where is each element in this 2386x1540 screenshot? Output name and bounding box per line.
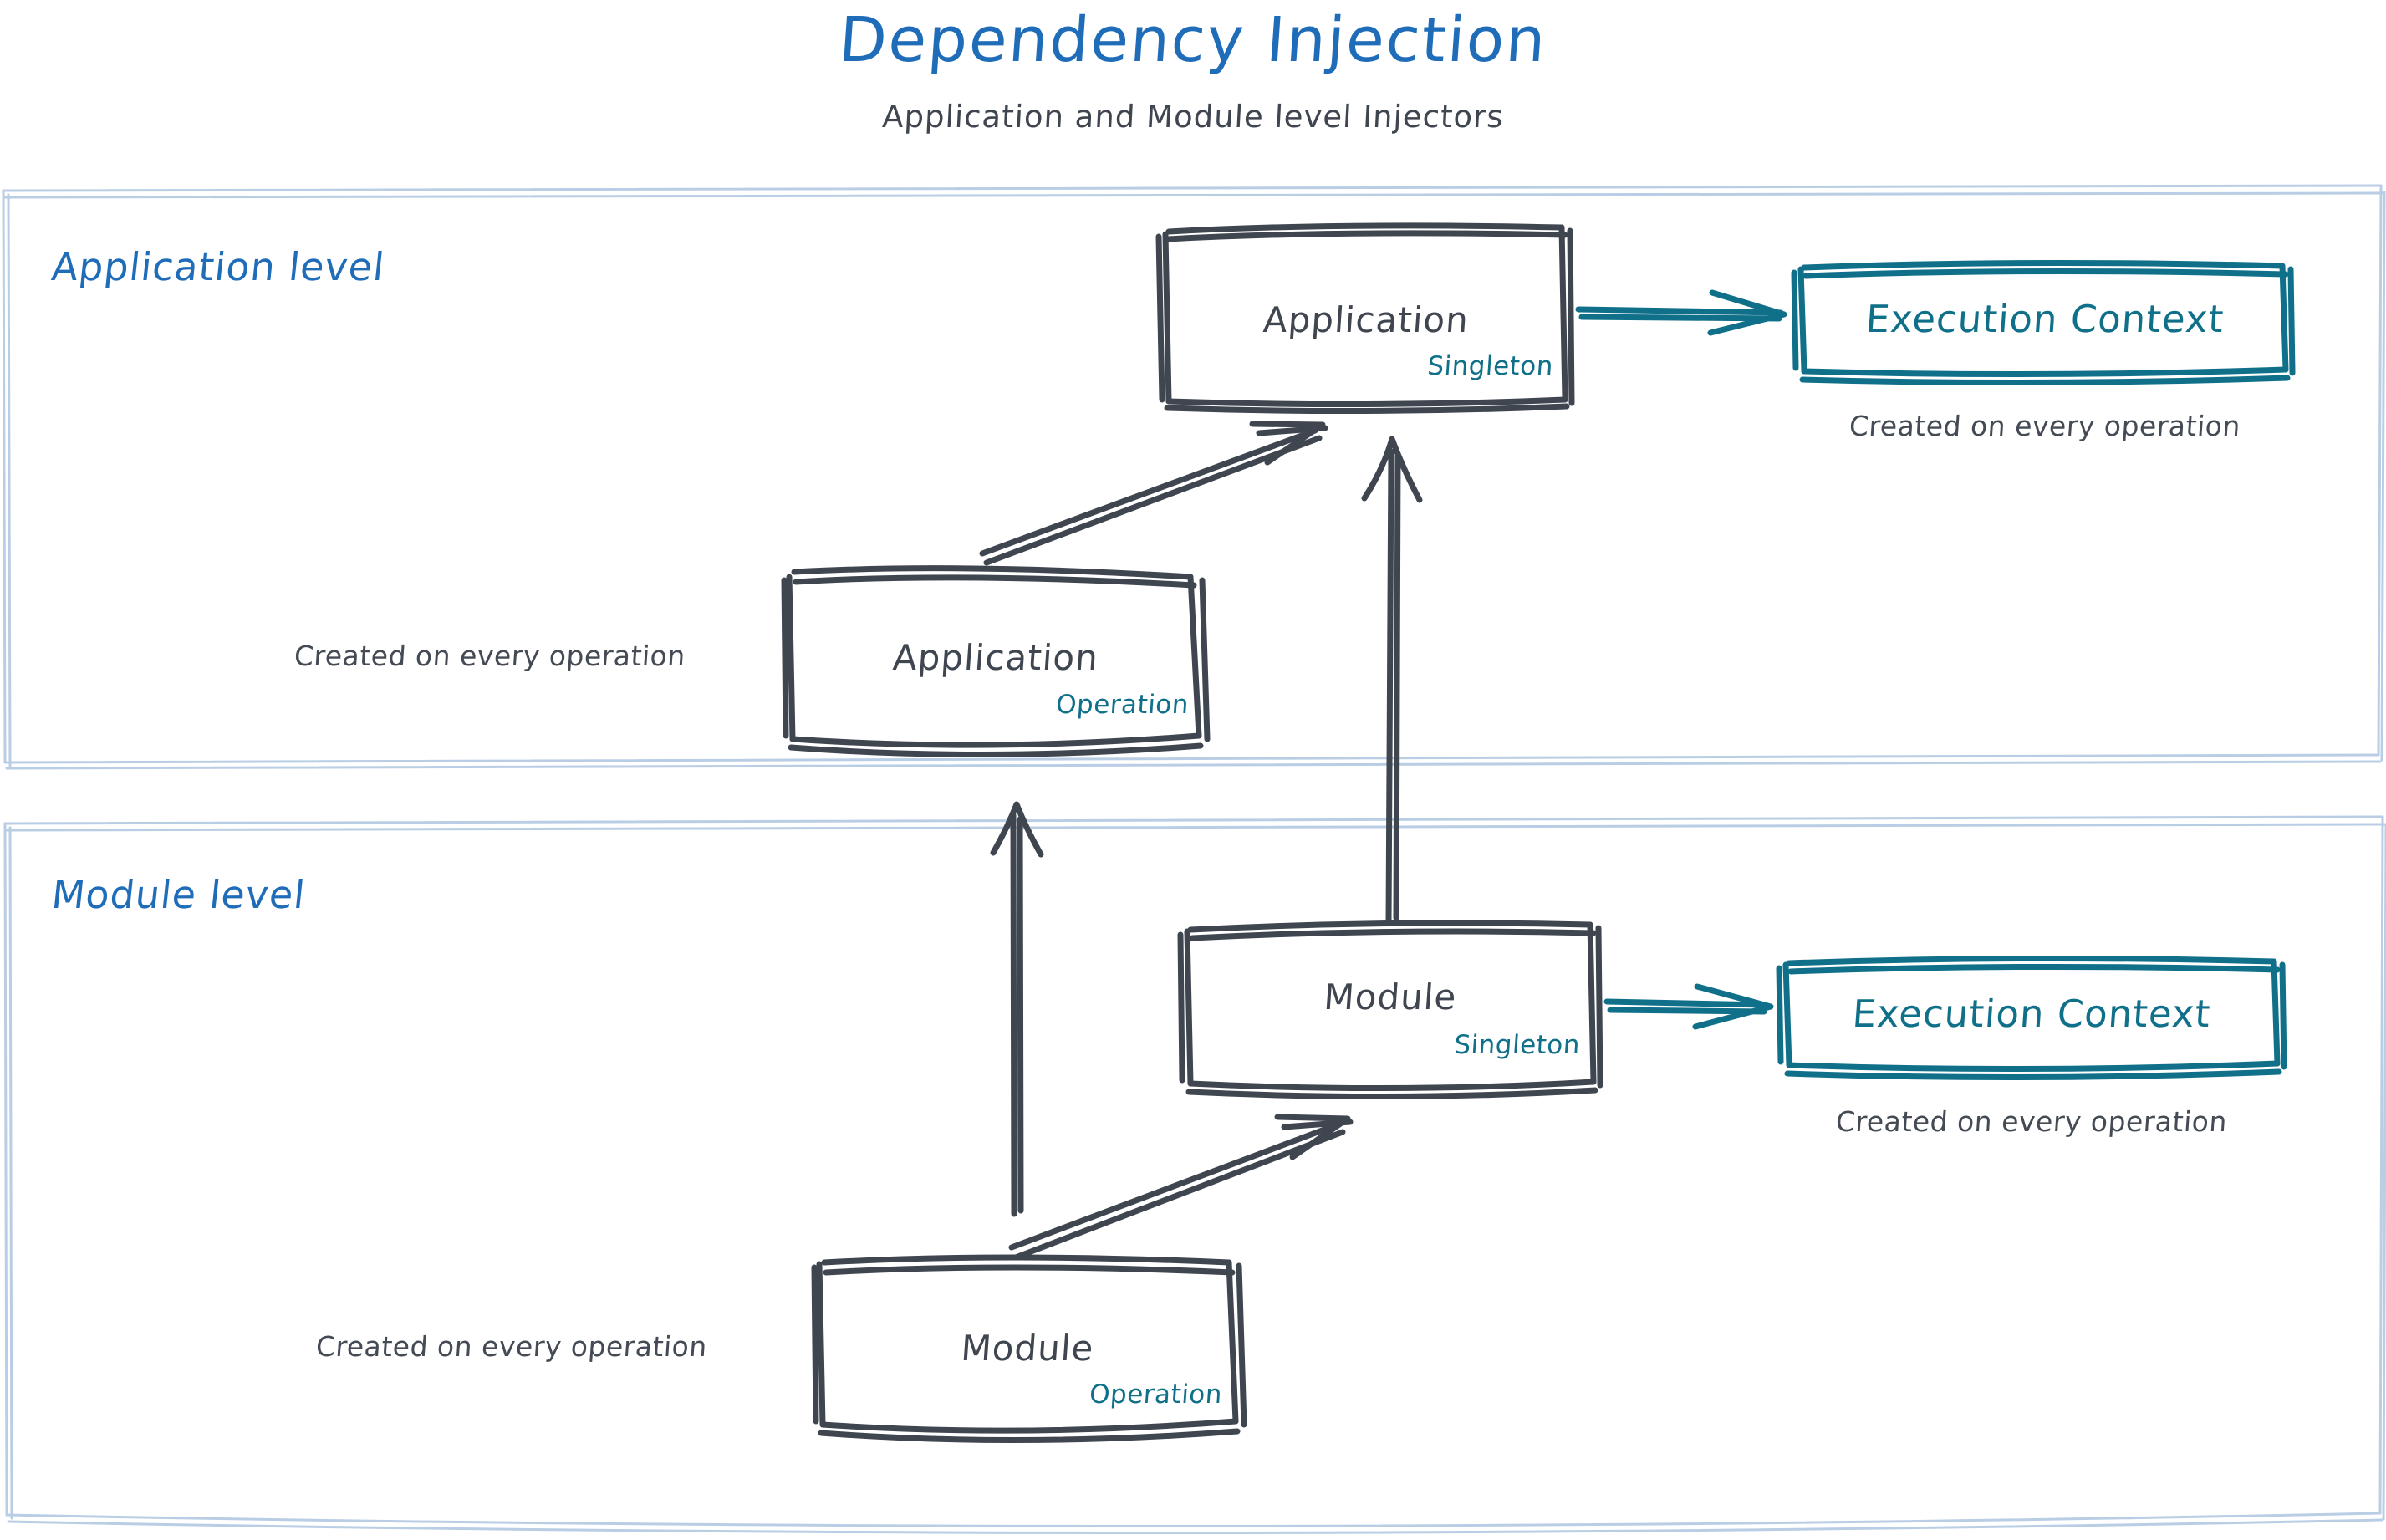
arrow-module-singleton-to-exec-context <box>1603 983 1774 1030</box>
section-container-application-level <box>2 184 2386 770</box>
arrow-module-operation-to-module-singleton <box>1008 1114 1354 1261</box>
box-title-module-operation: Module <box>959 1328 1096 1369</box>
page-title: Dependency Injection <box>836 4 1550 76</box>
arrow-module-operation-to-app-operation <box>990 801 1044 1217</box>
box-title-module-singleton: Module <box>1322 977 1459 1017</box>
box-application-execution-context[interactable] <box>1791 259 2296 386</box>
arrow-app-singleton-to-exec-context <box>1575 289 1787 336</box>
box-module-execution-context[interactable] <box>1776 955 2287 1081</box>
box-application-operation[interactable] <box>781 565 1211 758</box>
section-label-application-level: Application level <box>49 244 387 289</box>
box-title-module-execution-context: Execution Context <box>1850 992 2213 1036</box>
box-scope-application-singleton: Singleton <box>1426 351 1555 381</box>
box-title-application-operation: Application <box>891 637 1100 678</box>
box-module-singleton[interactable] <box>1177 920 1603 1100</box>
section-label-module-level: Module level <box>49 872 308 917</box>
arrow-app-operation-to-app-singleton <box>979 421 1328 566</box>
caption-application-execution-context: Created on every operation <box>1848 410 2242 442</box>
caption-module-execution-context: Created on every operation <box>1834 1105 2229 1138</box>
page-subtitle: Application and Module level Injectors <box>881 99 1505 135</box>
arrow-module-singleton-to-app-singleton <box>1361 436 1423 926</box>
box-scope-module-operation: Operation <box>1088 1379 1224 1410</box>
box-scope-module-singleton: Singleton <box>1453 1030 1582 1060</box>
box-scope-application-operation: Operation <box>1054 690 1190 720</box>
caption-application-operation: Created on every operation <box>293 640 687 672</box>
box-title-application-singleton: Application <box>1262 299 1471 340</box>
caption-module-operation: Created on every operation <box>314 1330 709 1363</box>
box-application-singleton[interactable] <box>1155 222 1575 415</box>
box-title-application-execution-context: Execution Context <box>1863 297 2226 341</box>
